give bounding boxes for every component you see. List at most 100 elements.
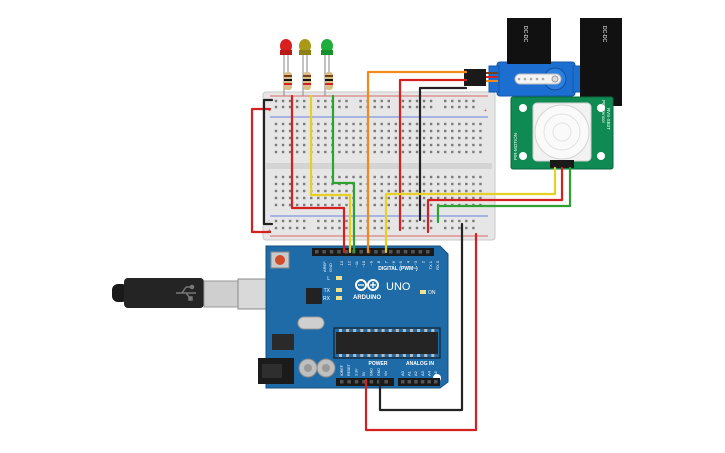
rail-hole	[415, 99, 419, 103]
pir-dome-ring	[543, 113, 581, 151]
header-hole[interactable]	[418, 250, 423, 254]
rail-hole	[429, 219, 433, 223]
breadboard-hole	[380, 150, 383, 154]
chip-pin	[339, 354, 342, 357]
breadboard-hole	[394, 203, 398, 207]
rail-hole	[295, 219, 299, 223]
rail-hole	[429, 105, 433, 109]
header-hole[interactable]	[315, 250, 319, 254]
header-hole[interactable]	[329, 250, 334, 254]
wire-black-servo-ground[interactable]	[418, 86, 468, 222]
rail-hole	[458, 99, 461, 103]
reset-button-cap[interactable]	[275, 255, 285, 265]
breadboard-hole	[274, 203, 278, 207]
header-hole[interactable]	[427, 380, 431, 384]
chip-socket	[333, 327, 441, 359]
wire-green-pir-ground[interactable]	[436, 166, 572, 224]
rail-hole	[345, 219, 348, 223]
analog-header-holes	[401, 380, 438, 384]
rail-hole	[303, 99, 306, 103]
wire-yellow-pir-signal[interactable]	[384, 166, 557, 254]
header-hole[interactable]	[426, 250, 430, 254]
header-hole[interactable]	[401, 380, 405, 384]
header-hole[interactable]	[362, 380, 366, 384]
digital-pin-label: ~5	[398, 260, 403, 265]
breadboard-hole	[401, 189, 405, 193]
header-hole[interactable]	[403, 250, 408, 254]
header-hole[interactable]	[369, 380, 374, 384]
breadboard-hole	[359, 203, 362, 207]
wire-orange-servo-signal[interactable]	[366, 70, 468, 254]
wire-red-pir-power[interactable]	[426, 166, 564, 234]
chip-pin	[431, 354, 435, 357]
breadboard-hole	[422, 150, 426, 154]
breadboard-hole	[303, 150, 306, 154]
header-hole[interactable]	[347, 380, 351, 384]
breadboard-hole	[324, 175, 327, 179]
breadboard-hole	[408, 150, 412, 154]
breadboard-hole	[373, 129, 376, 133]
breadboard-hole	[444, 189, 447, 193]
breadboard-hole	[274, 175, 278, 179]
breadboard-hole	[458, 150, 461, 154]
header-hole[interactable]	[340, 380, 344, 384]
wire-yellow-led-signal[interactable]	[309, 94, 352, 254]
header-hole[interactable]	[377, 380, 381, 384]
wire-black-gnd[interactable]	[378, 222, 464, 412]
breadboard-hole	[295, 175, 299, 179]
breadboard-hole	[429, 203, 433, 207]
breadboard-hole	[387, 189, 390, 193]
l-led	[336, 276, 342, 280]
header-hole[interactable]	[354, 380, 359, 384]
header-hole[interactable]	[374, 250, 378, 254]
digital-pin-label: ~3	[413, 260, 418, 265]
analog-pin-label: A1	[407, 370, 412, 376]
rail-hole	[345, 99, 348, 103]
breadboard-hole	[387, 196, 390, 200]
breadboard-hole	[429, 129, 433, 133]
header-hole[interactable]	[434, 380, 438, 384]
header-hole[interactable]	[407, 380, 412, 384]
header-hole[interactable]	[322, 250, 326, 254]
header-hole[interactable]	[337, 250, 341, 254]
header-hole[interactable]	[381, 250, 386, 254]
breadboard-hole	[338, 136, 341, 140]
wire-black-rail-left[interactable]	[262, 98, 274, 226]
wire-red-servo-power[interactable]	[398, 78, 468, 232]
digital-pin-label: TX 1	[428, 260, 433, 269]
header-hole[interactable]	[420, 380, 425, 384]
breadboard-hole	[422, 129, 426, 133]
rail-hole	[380, 99, 383, 103]
wire-green-led-signal[interactable]	[331, 94, 356, 254]
wire-red-rail-left[interactable]	[250, 107, 272, 234]
rail-hole	[472, 219, 475, 223]
header-hole[interactable]	[344, 250, 349, 254]
wire-red-led-signal[interactable]	[290, 94, 346, 254]
header-hole[interactable]	[396, 250, 400, 254]
rail-hole	[444, 219, 447, 223]
arduino-logo-text: ARDUINO	[353, 295, 381, 301]
header-hole[interactable]	[384, 380, 388, 384]
breadboard-hole	[394, 175, 398, 179]
pir-label-right: RVS-SB3T	[606, 108, 611, 130]
header-hole[interactable]	[359, 250, 363, 254]
breadboard-hole	[472, 143, 475, 147]
header-hole[interactable]	[411, 250, 415, 254]
header-hole[interactable]	[414, 380, 418, 384]
breadboard-hole	[373, 143, 376, 147]
breadboard-hole	[338, 129, 341, 133]
breadboard-hole	[451, 182, 454, 186]
breadboard-hole	[324, 189, 327, 193]
rail-hole	[429, 226, 433, 230]
wire-red-5v[interactable]	[364, 232, 478, 432]
header-hole[interactable]	[389, 250, 393, 254]
breadboard-hole	[458, 189, 461, 193]
breadboard-hole	[359, 122, 362, 126]
power-pin-label: Vin	[384, 371, 388, 376]
breadboard-hole	[317, 203, 320, 207]
rail-hole	[458, 105, 461, 109]
breadboard-hole	[317, 122, 320, 126]
rail-hole	[281, 99, 285, 103]
horn-hole	[535, 77, 539, 81]
rail-hole	[444, 226, 447, 230]
